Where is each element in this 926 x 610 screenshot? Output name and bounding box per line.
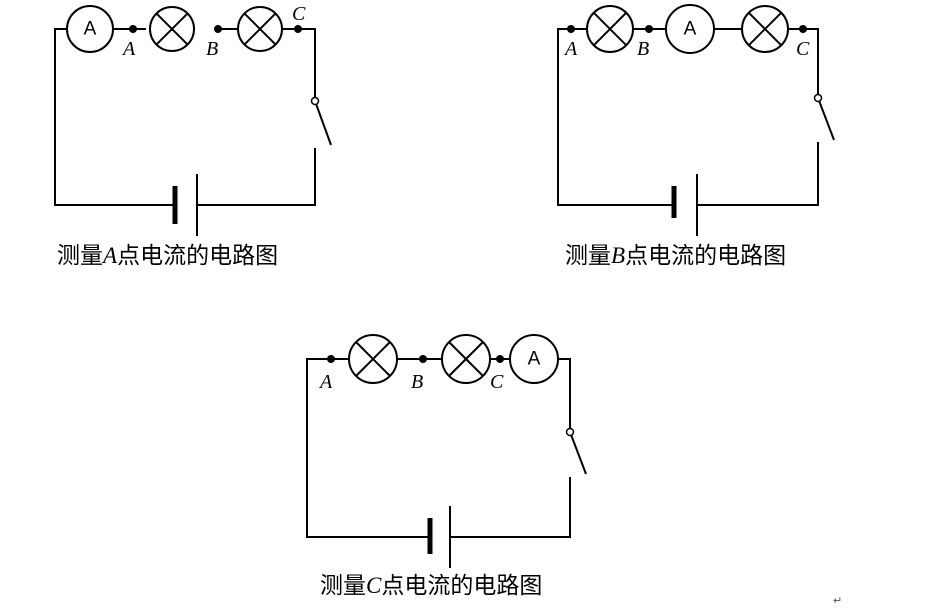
battery-icon bbox=[427, 506, 451, 568]
junction-point-a bbox=[129, 25, 137, 33]
lamp-icon bbox=[586, 5, 634, 53]
junction-point-a bbox=[327, 355, 335, 363]
ammeter-label: A bbox=[528, 349, 541, 370]
point-label-a: A bbox=[121, 38, 136, 60]
battery-icon bbox=[172, 174, 198, 236]
point-label-b: B bbox=[411, 371, 423, 393]
paragraph-mark: ↵ bbox=[833, 594, 842, 607]
diagram-caption-c: 测量C点电流的电路图 bbox=[320, 573, 542, 599]
circuit-1-wire bbox=[54, 28, 316, 206]
lamp-icon bbox=[149, 6, 195, 52]
point-label-c: C bbox=[796, 38, 810, 60]
circuit-3-wire bbox=[306, 358, 571, 538]
point-label-b: B bbox=[206, 38, 218, 60]
ammeter-label: A bbox=[84, 19, 97, 40]
lamp-icon bbox=[441, 334, 491, 384]
circuit-measure-b: A A B C 测量B点电流的电路图 bbox=[557, 4, 835, 269]
junction-point-b bbox=[645, 25, 653, 33]
point-label-b: B bbox=[637, 38, 649, 60]
point-label-c: C bbox=[292, 3, 306, 25]
circuit-measure-a: A A B C 测量A点电流的电路图 bbox=[54, 3, 332, 269]
point-label-a: A bbox=[318, 371, 333, 393]
junction-point-c bbox=[496, 355, 504, 363]
ammeter-label: A bbox=[684, 19, 697, 40]
diagram-caption-a: 测量A点电流的电路图 bbox=[57, 243, 278, 269]
diagram-caption-b: 测量B点电流的电路图 bbox=[565, 243, 786, 269]
switch-icon bbox=[310, 96, 332, 146]
junction-point-a bbox=[567, 25, 575, 33]
ammeter-icon bbox=[66, 5, 114, 53]
junction-point-c bbox=[294, 25, 302, 33]
junction-point-c bbox=[799, 25, 807, 33]
switch-icon bbox=[565, 427, 587, 475]
junction-point-b bbox=[419, 355, 427, 363]
point-label-c: C bbox=[490, 371, 504, 393]
lamp-icon bbox=[348, 334, 398, 384]
point-label-a: A bbox=[563, 38, 578, 60]
switch-icon bbox=[813, 93, 835, 141]
ammeter-icon bbox=[509, 334, 559, 384]
battery-icon bbox=[671, 174, 698, 236]
lamp-icon bbox=[741, 5, 789, 53]
circuit-2-wire bbox=[557, 28, 819, 206]
ammeter-icon bbox=[665, 4, 715, 54]
circuit-measure-c: A A B C 测量C点电流的电路图 bbox=[306, 334, 587, 599]
lamp-icon bbox=[237, 6, 283, 52]
junction-point-b bbox=[214, 25, 222, 33]
